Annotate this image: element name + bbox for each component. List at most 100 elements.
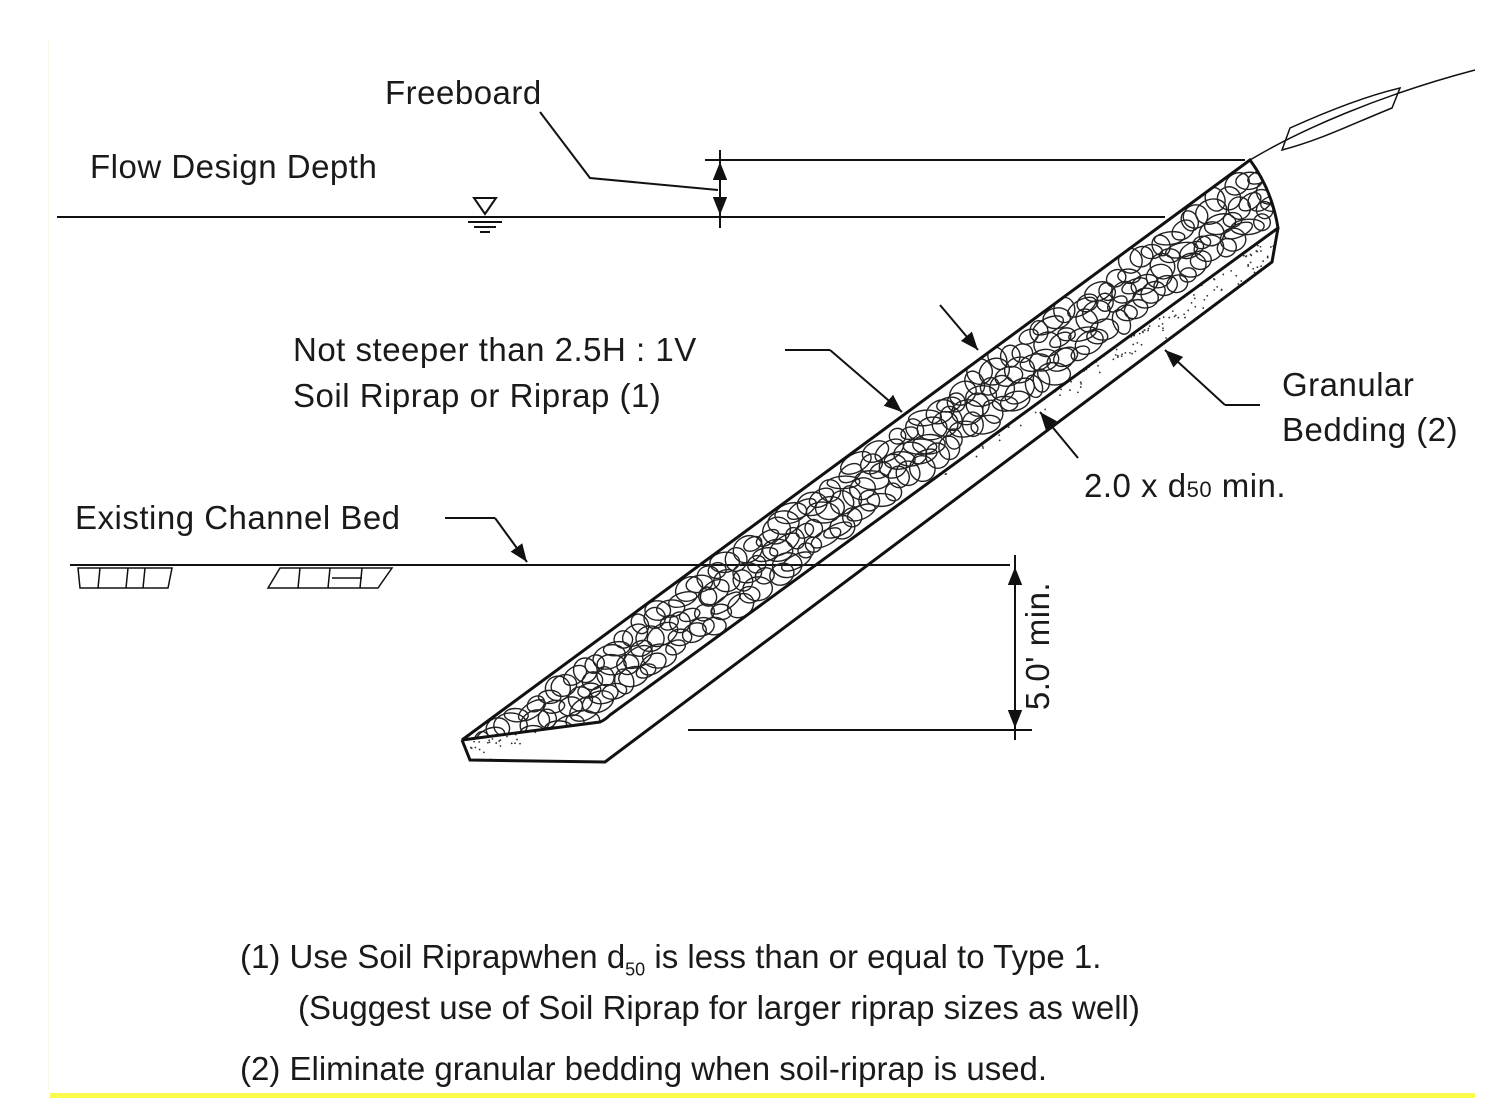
bedding-dot	[1187, 309, 1190, 312]
bedding-dot	[515, 718, 518, 721]
bedding-dot	[1114, 341, 1117, 343]
bedding-dot	[937, 456, 940, 459]
bedding-dot	[735, 575, 737, 578]
bedding-dot	[1077, 391, 1079, 394]
stone	[784, 526, 806, 550]
bedding-dot	[640, 630, 643, 632]
bedding-dot	[1161, 322, 1164, 325]
bedding-dot	[1162, 316, 1165, 319]
bedding-dot	[820, 534, 823, 537]
bedding-dot	[574, 694, 577, 697]
stone	[1132, 287, 1160, 309]
bedding-dot	[1165, 337, 1167, 339]
stone	[507, 744, 536, 774]
stone	[752, 546, 779, 563]
bedding-dot	[643, 636, 646, 639]
bedding-dot	[473, 740, 475, 743]
bedding-dot	[458, 751, 460, 753]
bedding-dot	[498, 720, 501, 723]
bedding-dot	[653, 630, 656, 632]
note-1-line-2: (Suggest use of Soil Riprap for larger r…	[298, 989, 1140, 1026]
bedding-dot	[632, 660, 635, 662]
stone	[1028, 348, 1060, 372]
stone	[1057, 327, 1076, 342]
bedding-dot	[1220, 288, 1223, 291]
bedding-dot	[1052, 381, 1055, 384]
stone	[1179, 267, 1197, 283]
stone	[1153, 274, 1179, 297]
stone	[1149, 252, 1176, 280]
bedding-dot	[1247, 263, 1250, 266]
bedding-dot	[886, 501, 888, 504]
bedding-dot	[928, 470, 931, 472]
stone	[795, 522, 815, 539]
hillside	[1249, 69, 1476, 161]
bedding-dot	[1069, 389, 1071, 391]
stone	[842, 507, 863, 528]
stone	[965, 385, 998, 408]
stone	[1098, 282, 1116, 302]
stone	[707, 561, 727, 580]
bedding-dot	[553, 703, 556, 706]
bedding-dot	[1079, 381, 1082, 384]
bedding-dot	[619, 652, 622, 655]
stone	[724, 546, 748, 572]
bedding-dot	[1141, 330, 1144, 333]
bedding-dot	[1097, 364, 1099, 367]
stone	[1230, 218, 1265, 236]
stone	[1171, 219, 1195, 241]
bedding-dot	[926, 444, 929, 447]
bedding-dot	[1275, 257, 1278, 260]
stone	[531, 734, 552, 740]
bedding-dot	[586, 675, 589, 677]
bedding-dot	[702, 607, 704, 610]
flow-design-depth-label: Flow Design Depth	[90, 148, 378, 185]
stone	[665, 639, 687, 656]
bedding-dot	[557, 681, 560, 684]
stone	[1095, 292, 1114, 312]
riprap-layer	[461, 157, 1280, 742]
stone	[916, 416, 948, 441]
bedding-dot	[534, 707, 537, 709]
bedding-dot	[1216, 285, 1219, 288]
bedding-dot	[531, 727, 534, 730]
stone	[925, 442, 951, 469]
bedding-dot	[1237, 283, 1240, 285]
freeboard-label: Freeboard	[385, 74, 542, 111]
bedding-dot	[1168, 316, 1171, 319]
bedding-dot	[730, 577, 733, 580]
bedding-dot	[1147, 329, 1149, 332]
bedding-dot	[1174, 314, 1177, 317]
stone	[866, 492, 896, 508]
riprap-label: Soil Riprap or Riprap (1)	[293, 377, 662, 414]
stone	[1182, 204, 1209, 229]
bedding-dot	[1279, 242, 1281, 244]
bedding-dot	[895, 462, 898, 464]
stone	[1140, 280, 1166, 304]
stone	[667, 628, 693, 647]
bedding-dot	[998, 439, 1001, 442]
bedding-dot	[1113, 342, 1116, 345]
water-level-symbol	[468, 197, 502, 233]
stone	[1216, 186, 1242, 211]
freeboard-leader	[539, 111, 719, 191]
bedding-dot	[1256, 266, 1259, 269]
bedding-dot	[611, 665, 614, 668]
stone	[949, 420, 979, 438]
bedding-dot	[990, 416, 993, 418]
bedding-dot	[705, 578, 707, 581]
stone	[810, 527, 842, 549]
bedding-dot	[1157, 325, 1160, 328]
stone	[668, 590, 698, 608]
bedding-dot	[653, 641, 656, 643]
bedding-dot	[1132, 323, 1134, 326]
bedding-dot	[1257, 244, 1259, 247]
bedding-dot	[774, 568, 777, 570]
bedding-dot	[817, 510, 820, 512]
bedding-dot	[478, 748, 481, 751]
stone	[601, 682, 628, 700]
bedding-dot	[1044, 392, 1047, 395]
bedding-dot	[673, 632, 676, 635]
bedding-dot	[1269, 246, 1272, 248]
stone	[846, 503, 876, 522]
